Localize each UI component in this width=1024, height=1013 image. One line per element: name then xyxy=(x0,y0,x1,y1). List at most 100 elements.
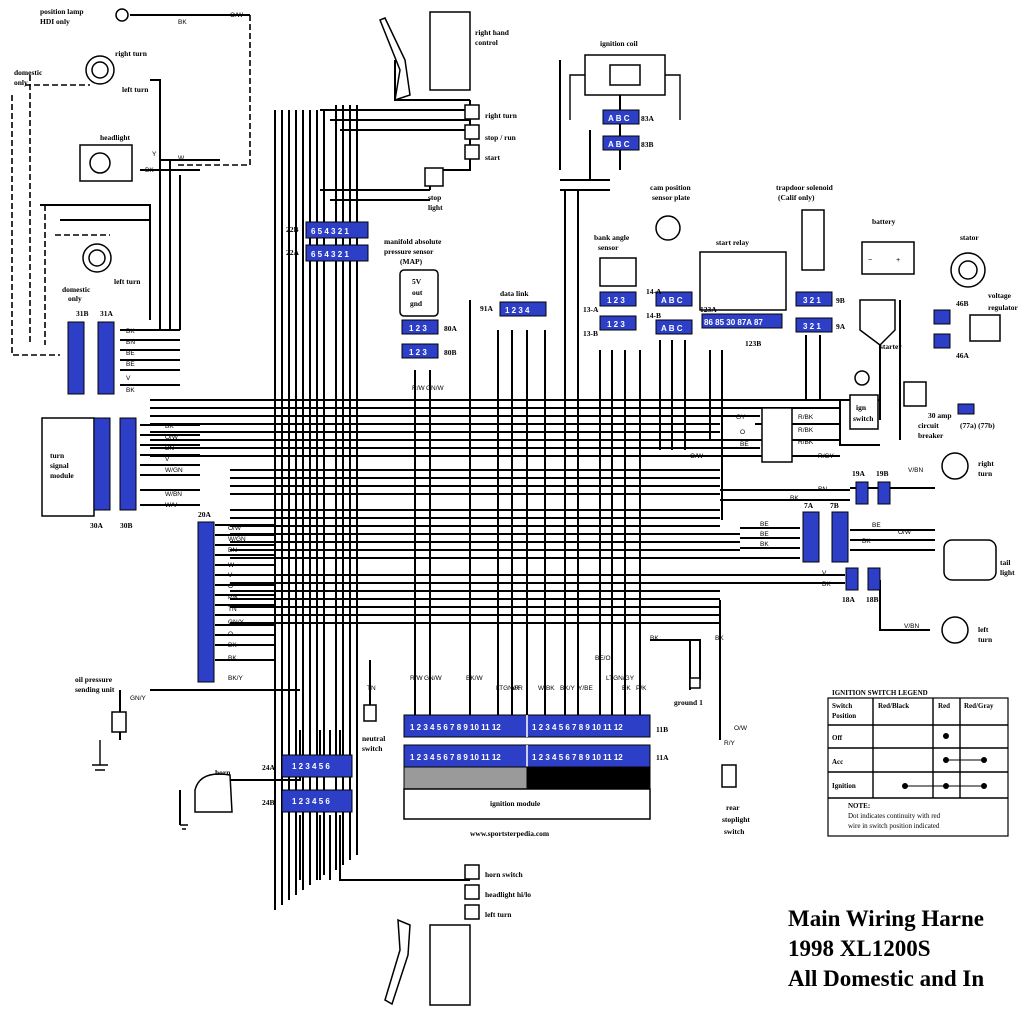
svg-text:1 2 3 4 5 6 7 8 9 10 11 12: 1 2 3 4 5 6 7 8 9 10 11 12 xyxy=(532,753,623,762)
title-line-1: Main Wiring Harne xyxy=(788,906,984,931)
svg-text:BK: BK xyxy=(165,423,174,430)
svg-text:(MAP): (MAP) xyxy=(400,257,423,266)
turn-signal-module: turn signal module 30A 30B BK O/W BN V W… xyxy=(41,417,183,530)
svg-text:tail: tail xyxy=(1000,558,1010,567)
svg-text:sensor: sensor xyxy=(598,243,619,252)
svg-text:V/R: V/R xyxy=(512,685,523,692)
svg-text:BK: BK xyxy=(760,541,769,548)
svg-text:1 2 3 4 5 6 7 8 9 10 11 12: 1 2 3 4 5 6 7 8 9 10 11 12 xyxy=(532,723,623,732)
svg-text:pressure sensor: pressure sensor xyxy=(384,247,434,256)
svg-text:start: start xyxy=(485,153,500,162)
svg-text:W/GN: W/GN xyxy=(165,467,183,474)
svg-text:7A: 7A xyxy=(804,501,814,510)
svg-text:stator: stator xyxy=(960,233,979,242)
svg-text:1 2 3: 1 2 3 xyxy=(409,324,427,333)
svg-text:bank angle: bank angle xyxy=(594,233,630,242)
svg-text:manifold absolute: manifold absolute xyxy=(384,237,442,246)
svg-text:1 2 3: 1 2 3 xyxy=(607,320,625,329)
svg-text:22A: 22A xyxy=(286,248,300,257)
svg-text:BE: BE xyxy=(126,350,135,357)
svg-text:light: light xyxy=(1000,568,1015,577)
rear-left-turn: 18A 18B left turn V/BN V BK xyxy=(822,567,993,644)
svg-text:control: control xyxy=(475,38,498,47)
svg-text:31B: 31B xyxy=(76,309,89,318)
stop-light-switch: stop light xyxy=(424,167,444,212)
svg-text:Red/Black: Red/Black xyxy=(878,702,909,710)
svg-text:Y/BE: Y/BE xyxy=(578,685,593,692)
svg-text:out: out xyxy=(412,288,423,297)
svg-text:turn: turn xyxy=(978,635,993,644)
svg-text:13-B: 13-B xyxy=(583,329,598,338)
svg-text:3 2 1: 3 2 1 xyxy=(803,322,821,331)
svg-text:83B: 83B xyxy=(641,140,654,149)
svg-text:BE: BE xyxy=(872,522,881,529)
svg-text:Dot indicates continuity with: Dot indicates continuity with red xyxy=(848,812,941,820)
svg-text:ign: ign xyxy=(856,403,867,412)
stator: stator 46B 46A xyxy=(933,233,986,360)
title-line-2: 1998 XL1200S xyxy=(788,936,931,961)
svg-text:right turn: right turn xyxy=(115,49,148,58)
svg-text:1 2 3 4: 1 2 3 4 xyxy=(505,306,530,315)
svg-text:Red/Gray: Red/Gray xyxy=(964,702,994,710)
rear-stoplight-switch: rear stoplight switch R/Y O/W xyxy=(721,725,750,836)
svg-text:O/W: O/W xyxy=(228,525,242,532)
svg-text:W/BK: W/BK xyxy=(538,685,555,692)
svg-text:only: only xyxy=(14,78,28,87)
tail-light: 7A 7B tail light BE BE BK BE O/W BK xyxy=(760,501,1015,581)
svg-text:80B: 80B xyxy=(444,348,457,357)
svg-text:1 2 3: 1 2 3 xyxy=(607,296,625,305)
svg-text:6 5 4 3 2 1: 6 5 4 3 2 1 xyxy=(311,227,349,236)
svg-text:O/W: O/W xyxy=(898,529,912,536)
rear-right-turn: 19A 19B right turn V/BN BN BK xyxy=(790,452,994,505)
svg-text:13-A: 13-A xyxy=(583,305,599,314)
svg-text:80A: 80A xyxy=(444,324,458,333)
svg-text:wire in switch position indica: wire in switch position indicated xyxy=(848,822,940,830)
svg-text:BK: BK xyxy=(228,655,237,662)
svg-text:V: V xyxy=(165,456,170,463)
svg-text:123A: 123A xyxy=(700,305,717,314)
svg-text:BE: BE xyxy=(760,521,769,528)
svg-text:voltage: voltage xyxy=(988,291,1012,300)
neutral-switch: neutral switch TN xyxy=(362,685,385,753)
svg-text:5V: 5V xyxy=(412,277,422,286)
cam-position-sensor: cam position sensor plate A B C 14-A A B… xyxy=(646,183,693,335)
svg-text:86 85 30 87A 87: 86 85 30 87A 87 xyxy=(704,318,763,327)
svg-text:BK: BK xyxy=(126,387,135,394)
svg-text:BK: BK xyxy=(822,581,831,588)
svg-text:GN/W: GN/W xyxy=(426,385,445,392)
circuit-breaker: 30 amp circuit breaker (77a) (77b) xyxy=(903,381,995,440)
svg-text:V: V xyxy=(822,570,827,577)
svg-text:W/GN: W/GN xyxy=(228,536,246,543)
svg-text:breaker: breaker xyxy=(918,431,944,440)
domestic-only-mid: domestic xyxy=(62,285,91,294)
svg-text:R/BK: R/BK xyxy=(798,439,814,446)
svg-text:trapdoor solenoid: trapdoor solenoid xyxy=(776,183,834,192)
svg-text:right turn: right turn xyxy=(485,111,518,120)
svg-text:switch: switch xyxy=(853,414,874,423)
svg-text:24A: 24A xyxy=(262,763,276,772)
svg-text:left: left xyxy=(978,625,989,634)
svg-text:R/W: R/W xyxy=(410,675,424,682)
ignition-coil: ignition coil A B C 83A A B C 83B xyxy=(569,39,681,151)
svg-text:starter: starter xyxy=(880,342,902,351)
svg-text:stoplight: stoplight xyxy=(722,815,750,824)
trapdoor-solenoid: trapdoor solenoid (Calif only) 3 2 1 9B … xyxy=(776,183,846,333)
svg-text:V/BN: V/BN xyxy=(908,467,923,474)
svg-text:BE: BE xyxy=(740,441,749,448)
svg-text:O: O xyxy=(228,583,233,590)
svg-text:BN: BN xyxy=(228,547,237,554)
front-right-turn-lamp: right turn xyxy=(85,49,148,85)
svg-text:A B C: A B C xyxy=(661,324,683,333)
position-lamp: position lamp HDI only BK O/W xyxy=(40,7,244,26)
svg-text:oil pressure: oil pressure xyxy=(75,675,113,684)
svg-text:gnd: gnd xyxy=(410,299,423,308)
svg-text:BE: BE xyxy=(126,361,135,368)
svg-text:Ignition: Ignition xyxy=(832,782,856,790)
left-hand-control: horn switch headlight hi/lo left turn xyxy=(384,864,531,1006)
svg-text:left turn: left turn xyxy=(114,277,141,286)
svg-text:V: V xyxy=(228,572,233,579)
svg-text:Acc: Acc xyxy=(832,758,843,766)
horn: horn xyxy=(180,768,233,830)
data-link: data link 91A 1 2 3 4 xyxy=(480,289,547,317)
svg-text:30A: 30A xyxy=(90,521,104,530)
